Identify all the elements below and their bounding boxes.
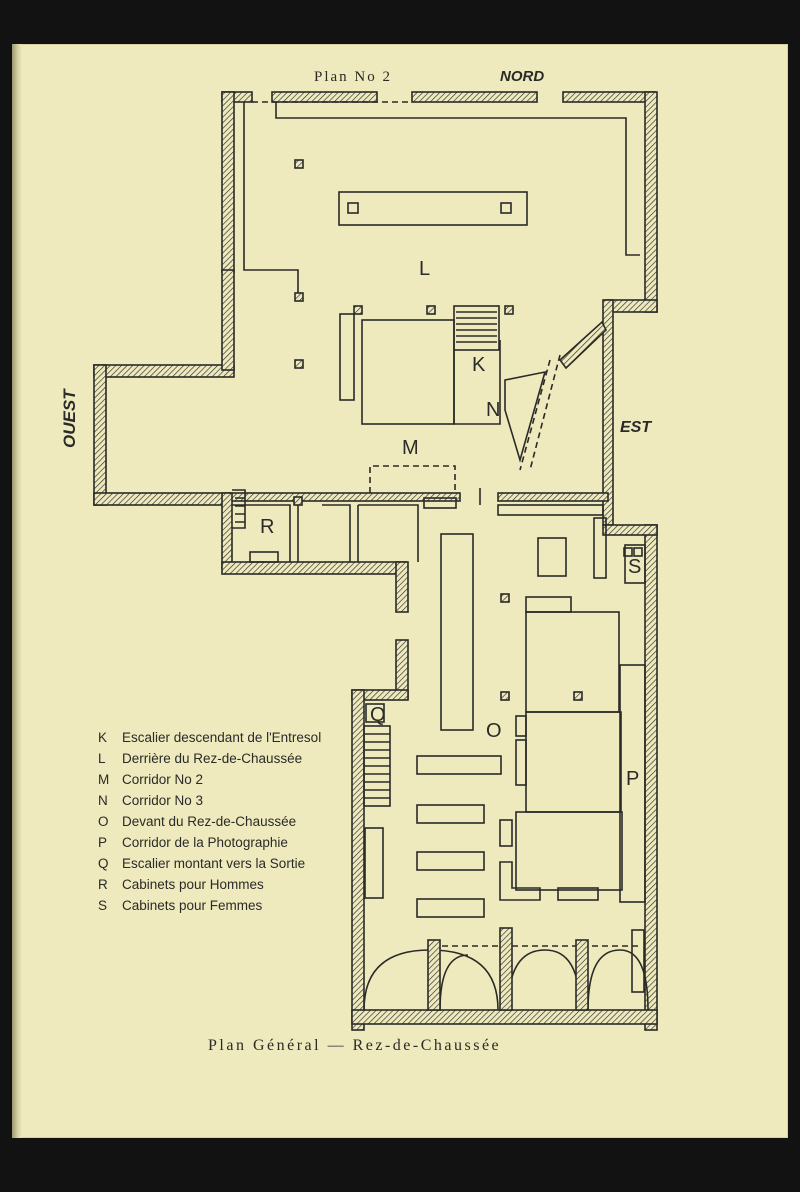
room-label-m: M [402,437,419,459]
north-label: NORD [500,68,545,85]
legend-text: Devant du Rez-de-Chaussée [122,814,297,829]
room-label-n: N [486,399,501,421]
legend-key: M [98,772,110,787]
legend-text: Cabinets pour Femmes [122,898,263,913]
legend-text: Corridor No 3 [122,793,204,808]
legend-text: Corridor No 2 [122,772,204,787]
general-plan-caption: Plan Général — Rez-de-Chaussée [208,1037,502,1054]
plan-number-title: Plan No 2 [314,69,392,85]
legend-key: S [98,898,108,913]
east-label: EST [620,419,652,436]
legend-text: Cabinets pour Hommes [122,877,264,892]
legend-text: Corridor de la Photographie [122,835,288,850]
legend-key: O [98,814,109,829]
room-label-p: P [626,768,640,790]
legend-item: M Corridor No 2 [98,769,321,790]
legend-text: Escalier montant vers la Sortie [122,856,306,871]
book-spine-shadow [12,44,22,1138]
room-label-o: O [486,720,502,742]
legend-key: P [98,835,108,850]
room-label-s: S [628,556,642,578]
outer-walls [93,91,658,1031]
legend-key: N [98,793,108,808]
legend-item: L Derrière du Rez-de-Chaussée [98,748,321,769]
room-label-k: K [472,354,486,376]
legend-item: K Escalier descendant de l'Entresol [98,727,321,748]
room-label-r: R [260,516,275,538]
legend-key: R [98,877,108,892]
legend-item: P Corridor de la Photographie [98,832,321,853]
room-label-l: L [419,258,431,280]
legend-text: Derrière du Rez-de-Chaussée [122,751,303,766]
legend-item: O Devant du Rez-de-Chaussée [98,811,321,832]
legend-key: K [98,730,108,745]
legend-item: R Cabinets pour Hommes [98,874,321,895]
legend: K Escalier descendant de l'Entresol L Derr… [98,727,321,916]
room-label-q: Q [370,704,386,726]
legend-key: L [98,751,106,766]
legend-text: Escalier descendant de l'Entresol [122,730,322,745]
legend-item: S Cabinets pour Femmes [98,895,321,916]
legend-item: N Corridor No 3 [98,790,321,811]
legend-key: Q [98,856,109,871]
legend-item: Q Escalier montant vers la Sortie [98,853,321,874]
west-label: OUEST [60,389,79,448]
